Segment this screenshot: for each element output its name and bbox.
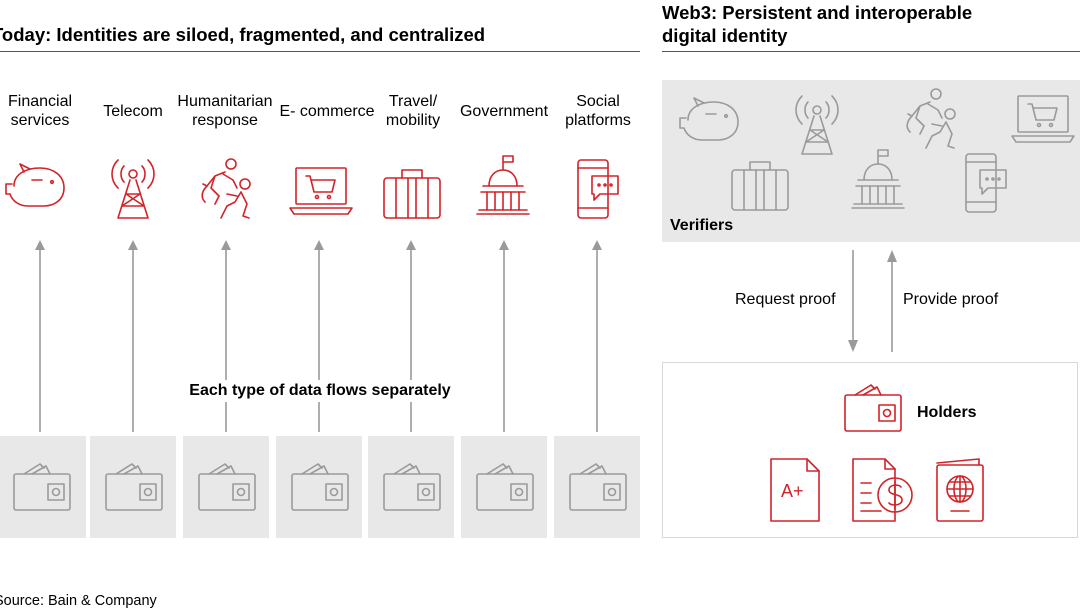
right-heading: Web3: Persistent and interoperable digit…: [662, 2, 973, 46]
wallet-box-7: [554, 436, 640, 538]
radio-tower-icon: [790, 88, 844, 158]
category-label-social-platforms: Social platforms: [565, 93, 631, 129]
wallet-box-6: [461, 436, 547, 538]
category-label-telecom: Telecom: [103, 103, 163, 120]
verifiers-box: Verifiers: [662, 80, 1080, 242]
phone-chat-icon: [962, 150, 1012, 216]
wallet-icon: [10, 460, 74, 514]
provide-proof-label: Provide proof: [903, 291, 999, 308]
laptop-cart-icon: [286, 164, 356, 220]
wallet-box-4: [276, 436, 362, 538]
passport-icon: [933, 455, 989, 525]
category-label-government: Government: [459, 103, 549, 120]
capitol-building-icon: [473, 152, 537, 218]
laptop-cart-icon: [1008, 92, 1078, 148]
invoice-dollar-icon: [847, 455, 917, 525]
request-proof-label: Request proof: [735, 291, 836, 308]
category-label-e-commerce: E- commerce: [279, 103, 375, 120]
left-heading: Today: Identities are siloed, fragmented…: [0, 24, 486, 45]
wallet-icon: [566, 460, 630, 514]
piggy-bank-icon: [676, 92, 746, 152]
certificate-grade-text: A+: [781, 481, 804, 501]
verifiers-label: Verifiers: [670, 217, 734, 234]
wallet-icon: [473, 460, 537, 514]
proof-arrows: [848, 250, 897, 352]
category-label-travel-mobility: Travel/ mobility: [385, 93, 441, 129]
holders-box: Holders A+: [662, 362, 1078, 538]
flow-label: Each type of data flows separately: [140, 380, 500, 402]
category-label-financial-services: Financial services: [7, 93, 73, 129]
wallet-icon: [195, 460, 259, 514]
wallet-box-3: [183, 436, 269, 538]
suitcase-icon: [380, 166, 444, 222]
right-heading-rule: [662, 51, 1080, 52]
helping-hand-icon: [902, 86, 966, 152]
category-label-humanitarian-response: Humanitarian response: [177, 93, 273, 129]
wallet-icon: [102, 460, 166, 514]
wallet-icon: [288, 460, 352, 514]
left-heading-rule: [0, 51, 640, 52]
holders-label: Holders: [917, 404, 977, 421]
piggy-bank-icon: [2, 158, 72, 218]
wallet-icon: [380, 460, 444, 514]
capitol-building-icon: [848, 146, 912, 212]
helping-hand-icon: [197, 156, 261, 222]
phone-chat-icon: [574, 156, 624, 222]
wallet-box-5: [368, 436, 454, 538]
radio-tower-icon: [106, 152, 160, 222]
source-note: Source: Bain & Company: [0, 593, 157, 609]
data-flow-arrows: [35, 240, 602, 432]
wallet-icon: [841, 381, 905, 435]
wallet-box-2: [90, 436, 176, 538]
suitcase-icon: [728, 158, 792, 214]
wallet-box-1: [0, 436, 86, 538]
